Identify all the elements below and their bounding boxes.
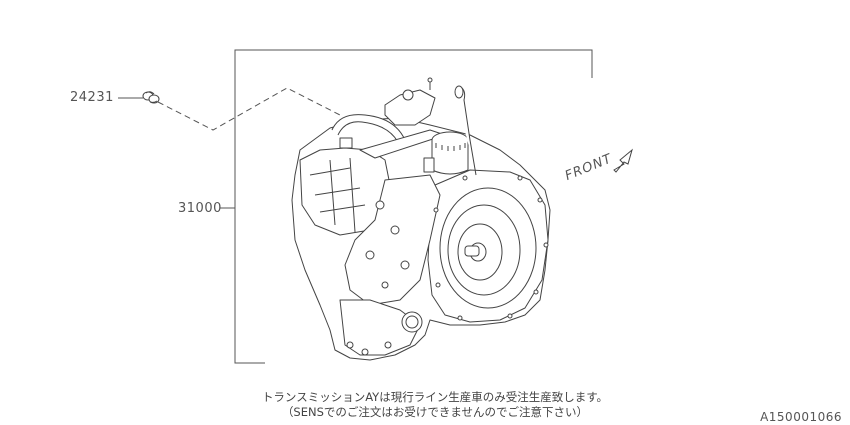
transmission-icon [291,77,551,361]
order-note-line-2: （SENSでのご注文はお受けできませんのでご注意下さい） [281,405,589,419]
sensor-24231-icon [142,91,160,104]
wire-dashed-line [157,87,341,131]
diagram-id: A150001066 [760,410,842,424]
front-arrow-icon [613,148,633,173]
part-number-31000[interactable]: 31000 [178,201,222,216]
order-note-line-1: トランスミッションAYは現行ライン生産車のみ受注生産致します。 [261,390,609,404]
part-number-24231[interactable]: 24231 [70,90,114,105]
assembly-bracket [234,49,593,364]
